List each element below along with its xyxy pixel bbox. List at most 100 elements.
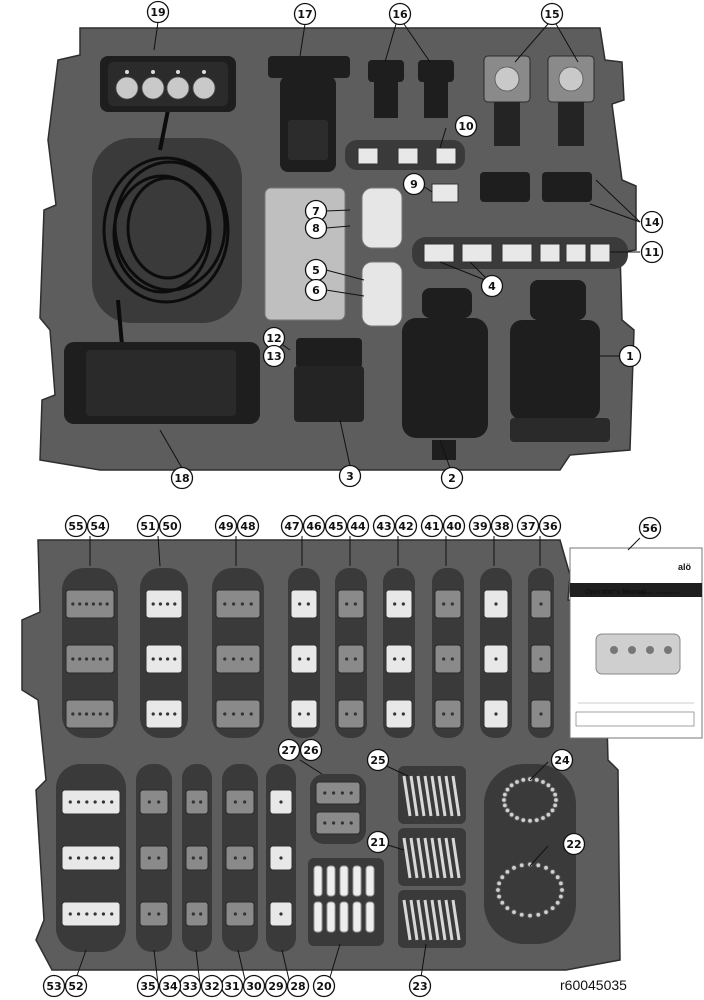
contact-pin bbox=[416, 837, 426, 879]
socket-holder bbox=[268, 56, 350, 172]
contact-ring-item bbox=[518, 911, 525, 918]
manual-title: Operator's Manual bbox=[585, 589, 646, 596]
connector-plug bbox=[145, 699, 183, 729]
connector-pin bbox=[494, 657, 498, 661]
connector-pin bbox=[243, 856, 247, 860]
rocker-switch bbox=[294, 338, 364, 422]
connector-pin bbox=[157, 856, 161, 860]
connector-pin bbox=[199, 856, 203, 860]
callout-label: 44 bbox=[350, 520, 366, 533]
callout-52: 52 bbox=[64, 974, 88, 998]
callout-label: 56 bbox=[642, 522, 658, 535]
contact-ring-item bbox=[535, 911, 542, 918]
connector-pin bbox=[105, 602, 109, 606]
connector-pin bbox=[340, 821, 344, 825]
callout-43: 43 bbox=[372, 514, 396, 538]
callout-13: 13 bbox=[262, 344, 286, 368]
callout-label: 52 bbox=[68, 980, 83, 993]
callout-10: 10 bbox=[454, 114, 478, 138]
callout-38: 38 bbox=[490, 514, 514, 538]
contact-pin bbox=[402, 899, 412, 941]
connector-pin bbox=[76, 800, 81, 804]
contact-ring-item bbox=[533, 817, 540, 823]
cable-coil bbox=[102, 109, 230, 346]
connector-pin bbox=[353, 657, 357, 661]
connector-pin bbox=[191, 856, 195, 860]
connector-plug bbox=[290, 589, 318, 619]
contact-pin bbox=[409, 775, 419, 817]
connector-pin bbox=[240, 602, 244, 606]
contact-ring-item bbox=[495, 887, 501, 893]
connector-pin bbox=[323, 821, 327, 825]
connector-plug bbox=[434, 644, 462, 674]
coil-connectors bbox=[480, 172, 592, 202]
connector-plug bbox=[61, 901, 121, 927]
seven-pin-socket bbox=[510, 280, 610, 442]
contact-pin bbox=[451, 775, 461, 817]
connector-pin bbox=[298, 712, 302, 716]
top-foam-tray bbox=[39, 27, 637, 471]
callout-50: 50 bbox=[158, 514, 182, 538]
callout-label: 43 bbox=[376, 520, 391, 533]
callout-label: 40 bbox=[446, 520, 462, 533]
callout-label: 50 bbox=[162, 520, 178, 533]
contact-ring-item bbox=[540, 779, 546, 785]
contact-ring-item bbox=[514, 815, 520, 821]
connector-pin bbox=[166, 602, 170, 606]
callout-label: 41 bbox=[424, 520, 439, 533]
connector-pin bbox=[233, 912, 237, 916]
contact-ring-item bbox=[499, 899, 506, 906]
sealing-plug bbox=[339, 901, 349, 933]
small-connectors-row bbox=[345, 140, 465, 203]
sealing-plug bbox=[313, 865, 323, 897]
callout-15: 15 bbox=[540, 2, 564, 26]
contact-pin bbox=[423, 837, 433, 879]
callout-21: 21 bbox=[366, 830, 390, 854]
connector-pin bbox=[151, 602, 155, 606]
sealing-plug bbox=[365, 865, 375, 897]
connector-pin bbox=[393, 602, 397, 606]
connector-pin bbox=[306, 657, 310, 661]
callout-label: 49 bbox=[218, 520, 233, 533]
connector-pin bbox=[199, 912, 203, 916]
contact-ring-item bbox=[496, 880, 502, 887]
connector-pin bbox=[353, 712, 357, 716]
connector-pin bbox=[158, 602, 162, 606]
connector-pin bbox=[249, 657, 253, 661]
connector-pin bbox=[98, 602, 102, 606]
contact-ring-item bbox=[520, 777, 527, 783]
connector-pin bbox=[243, 912, 247, 916]
connector-pin bbox=[233, 856, 237, 860]
connector-pin bbox=[91, 657, 96, 661]
callout-label: 38 bbox=[494, 520, 509, 533]
callout-26: 26 bbox=[299, 738, 323, 762]
callout-label: 46 bbox=[306, 520, 322, 533]
contact-ring-item bbox=[511, 909, 517, 916]
connector-plug bbox=[385, 644, 413, 674]
contact-ring-item bbox=[549, 807, 556, 814]
contact-ring-item bbox=[535, 862, 542, 869]
sealing-plug bbox=[339, 865, 349, 897]
connector-pin bbox=[147, 912, 151, 916]
connector-pin bbox=[93, 856, 97, 860]
connector-pin bbox=[68, 912, 72, 916]
control-box bbox=[64, 342, 260, 424]
callout-label: 2 bbox=[448, 472, 456, 485]
contact-ring-item bbox=[554, 874, 561, 881]
connector-pin bbox=[393, 712, 397, 716]
connector-pin bbox=[84, 602, 89, 606]
connector-pin bbox=[494, 602, 498, 606]
contact-ring-item bbox=[504, 868, 511, 875]
connector-plug bbox=[385, 589, 413, 619]
connector-pin bbox=[345, 602, 349, 606]
connector-pin bbox=[78, 602, 82, 606]
connector-pin bbox=[71, 712, 75, 716]
connector-pin bbox=[249, 602, 253, 606]
contact-ring-item bbox=[545, 782, 552, 789]
contact-ring-item bbox=[545, 811, 552, 818]
connector-plug bbox=[185, 845, 209, 871]
connector-plug bbox=[65, 589, 115, 619]
callout-label: 53 bbox=[46, 980, 61, 993]
connector-plug bbox=[61, 845, 121, 871]
connector-pin bbox=[539, 657, 543, 661]
